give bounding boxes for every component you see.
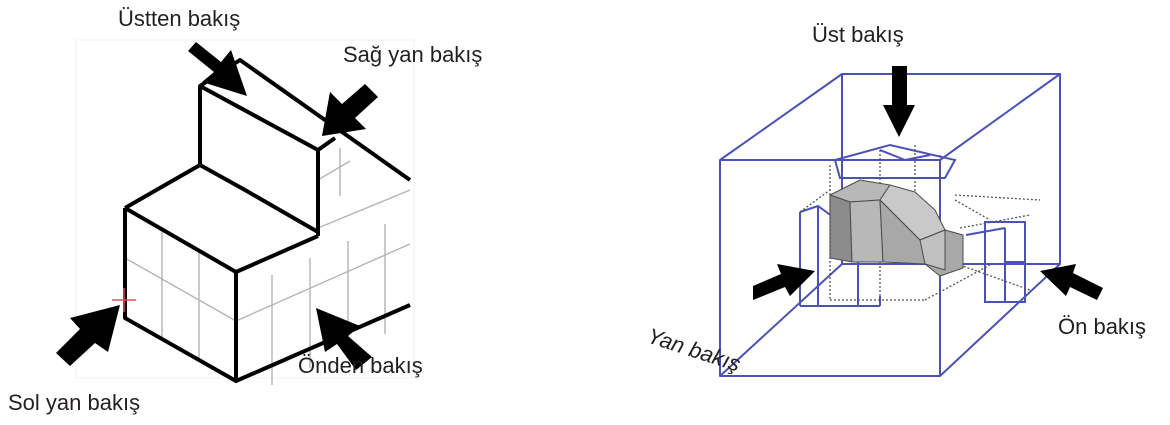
top-view-arrow-icon <box>883 66 915 137</box>
projection-lines <box>799 145 1041 301</box>
label-front-view: Ön bakış <box>1058 314 1146 339</box>
front-view-arrow-icon <box>1040 264 1103 300</box>
label-top-view: Üstten bakış <box>118 6 240 31</box>
origin-mark <box>112 288 136 312</box>
right-side-view-arrow-icon <box>322 84 378 136</box>
side-view-arrow-icon <box>753 264 815 300</box>
label-front-view: Önden bakış <box>298 353 423 378</box>
label-side-view: Yan bakış <box>644 323 743 377</box>
top-view-arrow-icon <box>188 42 247 96</box>
solid-object <box>829 179 964 277</box>
label-left-side-view: Sol yan bakış <box>8 390 140 415</box>
right-figure: Üst bakış Yan bakış Ön bakış <box>644 22 1146 377</box>
label-right-side-view: Sağ yan bakış <box>343 42 482 67</box>
label-top-view: Üst bakış <box>812 22 904 47</box>
projected-views <box>799 143 1026 307</box>
front-view-arrow-icon <box>316 308 372 370</box>
left-figure: Üstten bakış Sağ yan bakış Önden bakış S… <box>8 6 482 415</box>
left-side-view-arrow-icon <box>56 305 120 366</box>
